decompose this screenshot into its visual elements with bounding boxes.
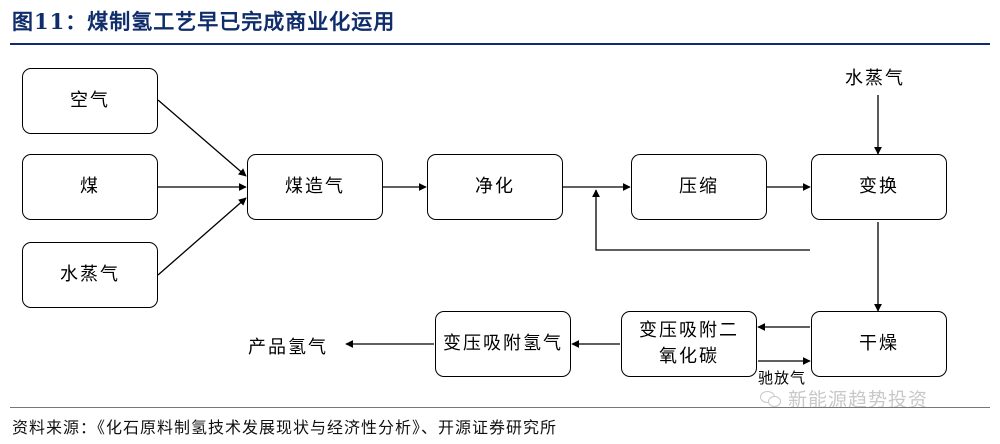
node-psa-h2: 变压吸附氢气 (435, 311, 571, 377)
source-divider (10, 407, 990, 408)
node-drying: 干燥 (811, 311, 947, 377)
node-steam-input: 水蒸气 (22, 242, 158, 308)
node-air: 空气 (22, 68, 158, 134)
node-purification: 净化 (427, 154, 563, 220)
figure-title: 图11：煤制氢工艺早已完成商业化运用 (12, 9, 396, 34)
watermark-text: 新能源趋势投资 (788, 389, 929, 411)
label-purge-gas: 驰放气 (758, 369, 807, 387)
source-note: 资料来源：《化石原料制氢技术发展现状与经济性分析》、开源证券研究所 (12, 418, 558, 437)
node-coal: 煤 (22, 154, 158, 220)
node-product-hydrogen: 产品氢气 (248, 337, 328, 358)
wechat-icon (760, 390, 782, 407)
arrow-recycle-to-purification (592, 189, 810, 251)
node-steam-top: 水蒸气 (845, 68, 905, 89)
arrow-steam-to-gasification (157, 197, 247, 276)
node-gasification: 煤造气 (247, 154, 383, 220)
watermark: 新能源趋势投资 (760, 385, 928, 412)
title-divider (10, 43, 990, 45)
node-psa-co2: 变压吸附二氧化碳 (621, 311, 757, 377)
arrow-air-to-gasification (157, 99, 247, 177)
node-shift: 变换 (811, 154, 947, 220)
node-compression: 压缩 (631, 154, 767, 220)
